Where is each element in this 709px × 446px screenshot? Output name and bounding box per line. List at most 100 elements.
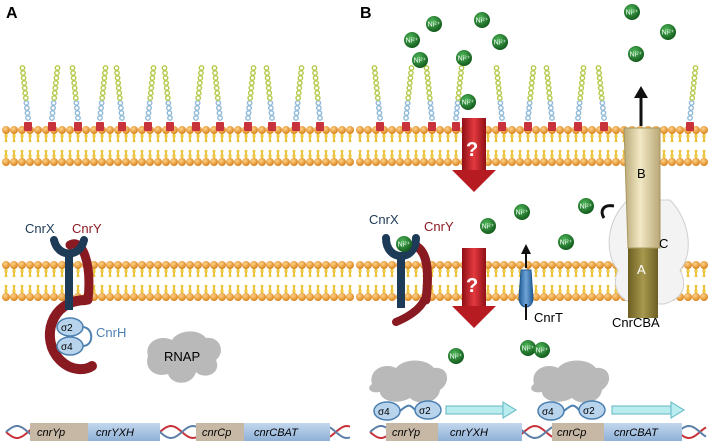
inner-membrane-a: [2, 261, 354, 301]
lps-molecule: [263, 65, 276, 131]
nickel-ion-label: Ni²⁺: [450, 354, 463, 361]
nickel-ion: Ni²⁺: [412, 52, 428, 68]
transcript-arrow-2: [611, 401, 685, 419]
rnap-blob-b2: [531, 360, 610, 403]
nickel-ion-label: Ni²⁺: [406, 38, 419, 45]
sigma2-label-a: σ2: [61, 323, 73, 334]
lps-molecule: [452, 65, 465, 131]
lps-molecule: [402, 65, 415, 131]
dna-segment: [438, 423, 522, 441]
cnrx-label-a: CnrX: [25, 221, 55, 236]
rnap-label-a: RNAP: [164, 349, 200, 364]
nickel-ion-label: Ni²⁺: [522, 346, 535, 353]
nickel-ion-label: Ni²⁺: [560, 240, 573, 247]
lps-molecule: [524, 65, 537, 131]
cnrx-label-b: CnrX: [369, 212, 399, 227]
lps-layer: [19, 65, 699, 131]
dna-segment: [386, 423, 438, 441]
cnry-protein-a: [44, 239, 97, 375]
nickel-ion: Ni²⁺: [578, 198, 594, 214]
lps-molecule: [493, 65, 506, 131]
nickel-ions: Ni²⁺Ni²⁺Ni²⁺Ni²⁺Ni²⁺Ni²⁺Ni²⁺Ni²⁺Ni²⁺Ni²⁺…: [396, 4, 676, 364]
dna-segment: [552, 423, 604, 441]
dna-segment: [196, 423, 244, 441]
cnrb-label: B: [637, 166, 646, 181]
sigma2-label-b1: σ2: [419, 406, 431, 417]
cnrx-protein-b: [382, 234, 420, 308]
dna-segment: [30, 423, 88, 441]
dna-gene-2-b: cnrCBAT: [614, 427, 659, 439]
nickel-ion-label: Ni²⁺: [494, 40, 507, 47]
dna-promoter-2-a: cnrCp: [202, 427, 231, 439]
lps-molecule: [371, 65, 384, 131]
nickel-ion: Ni²⁺: [558, 234, 574, 250]
dna-strand-b: [369, 423, 707, 441]
dna-segment: [604, 423, 682, 441]
cnra-label: A: [637, 262, 646, 277]
lps-molecule: [113, 65, 126, 131]
question-mark-outer: ?: [466, 139, 478, 161]
lps-molecule: [19, 65, 32, 131]
cnrh-label-a: CnrH: [96, 325, 126, 340]
dna-segment: [244, 423, 330, 441]
outer-membrane-a: [2, 126, 354, 166]
nickel-ion: Ni²⁺: [396, 236, 412, 252]
lps-molecule: [686, 65, 699, 131]
nickel-ion: Ni²⁺: [520, 340, 536, 356]
lps-molecule: [96, 65, 109, 131]
dna-promoter-1-a: cnrYp: [37, 427, 65, 439]
lps-molecule: [69, 65, 82, 131]
transcript-arrow-1: [445, 401, 517, 419]
lps-molecule: [244, 65, 257, 131]
nickel-ion-label: Ni²⁺: [462, 100, 475, 107]
cnry-label-b: CnrY: [424, 219, 454, 234]
dna-promoter-1-b: cnrYp: [392, 427, 420, 439]
sigma4-label-b1: σ4: [378, 407, 390, 418]
nickel-ion: Ni²⁺: [492, 34, 508, 50]
sigma4-label-a: σ4: [61, 342, 73, 353]
cnrc-label: C: [659, 236, 668, 251]
dna-gene-1-a: cnrYXH: [96, 427, 134, 439]
nickel-ion: Ni²⁺: [460, 94, 476, 110]
cnrx-protein-a: [50, 236, 88, 310]
lps-molecule: [292, 65, 305, 131]
nickel-ion: Ni²⁺: [534, 342, 550, 358]
panel-label-b: B: [360, 5, 372, 22]
nickel-ion-label: Ni²⁺: [414, 58, 427, 65]
panel-label-a: A: [6, 5, 18, 22]
cnrt-label: CnrT: [534, 310, 563, 325]
lps-molecule: [48, 65, 61, 131]
rnap-blob-b1: [369, 360, 448, 403]
cnrcba-label: CnrCBA: [612, 315, 660, 330]
cnrcba-complex: [600, 86, 689, 318]
nickel-ion-label: Ni²⁺: [630, 52, 643, 59]
nickel-ion-label: Ni²⁺: [580, 204, 593, 211]
lps-molecule: [595, 65, 608, 131]
nickel-ion: Ni²⁺: [474, 12, 490, 28]
rnap-blob-a: [147, 331, 221, 383]
lps-molecule: [192, 65, 205, 131]
nickel-ion-label: Ni²⁺: [398, 242, 411, 249]
lps-molecule: [161, 65, 174, 131]
nickel-ion-label: Ni²⁺: [476, 18, 489, 25]
dna-promoter-2-b: cnrCp: [557, 427, 586, 439]
nickel-ion-label: Ni²⁺: [482, 224, 495, 231]
nickel-ion: Ni²⁺: [628, 46, 644, 62]
nickel-ion: Ni²⁺: [456, 50, 472, 66]
nickel-ion: Ni²⁺: [404, 32, 420, 48]
lps-molecule: [543, 65, 556, 131]
nickel-ion-label: Ni²⁺: [428, 22, 441, 29]
lps-molecule: [144, 65, 157, 131]
question-mark-inner: ?: [466, 275, 478, 297]
cnry-label-a: CnrY: [72, 221, 102, 236]
lps-molecule: [574, 65, 587, 131]
uptake-arrow-outer: [452, 118, 496, 192]
nickel-ion: Ni²⁺: [624, 4, 640, 20]
sigma2-label-b2: σ2: [583, 406, 595, 417]
lps-molecule: [423, 65, 436, 131]
dna-segment: [88, 423, 160, 441]
nickel-ion: Ni²⁺: [514, 204, 530, 220]
nickel-ion: Ni²⁺: [480, 218, 496, 234]
nickel-ion: Ni²⁺: [660, 24, 676, 40]
